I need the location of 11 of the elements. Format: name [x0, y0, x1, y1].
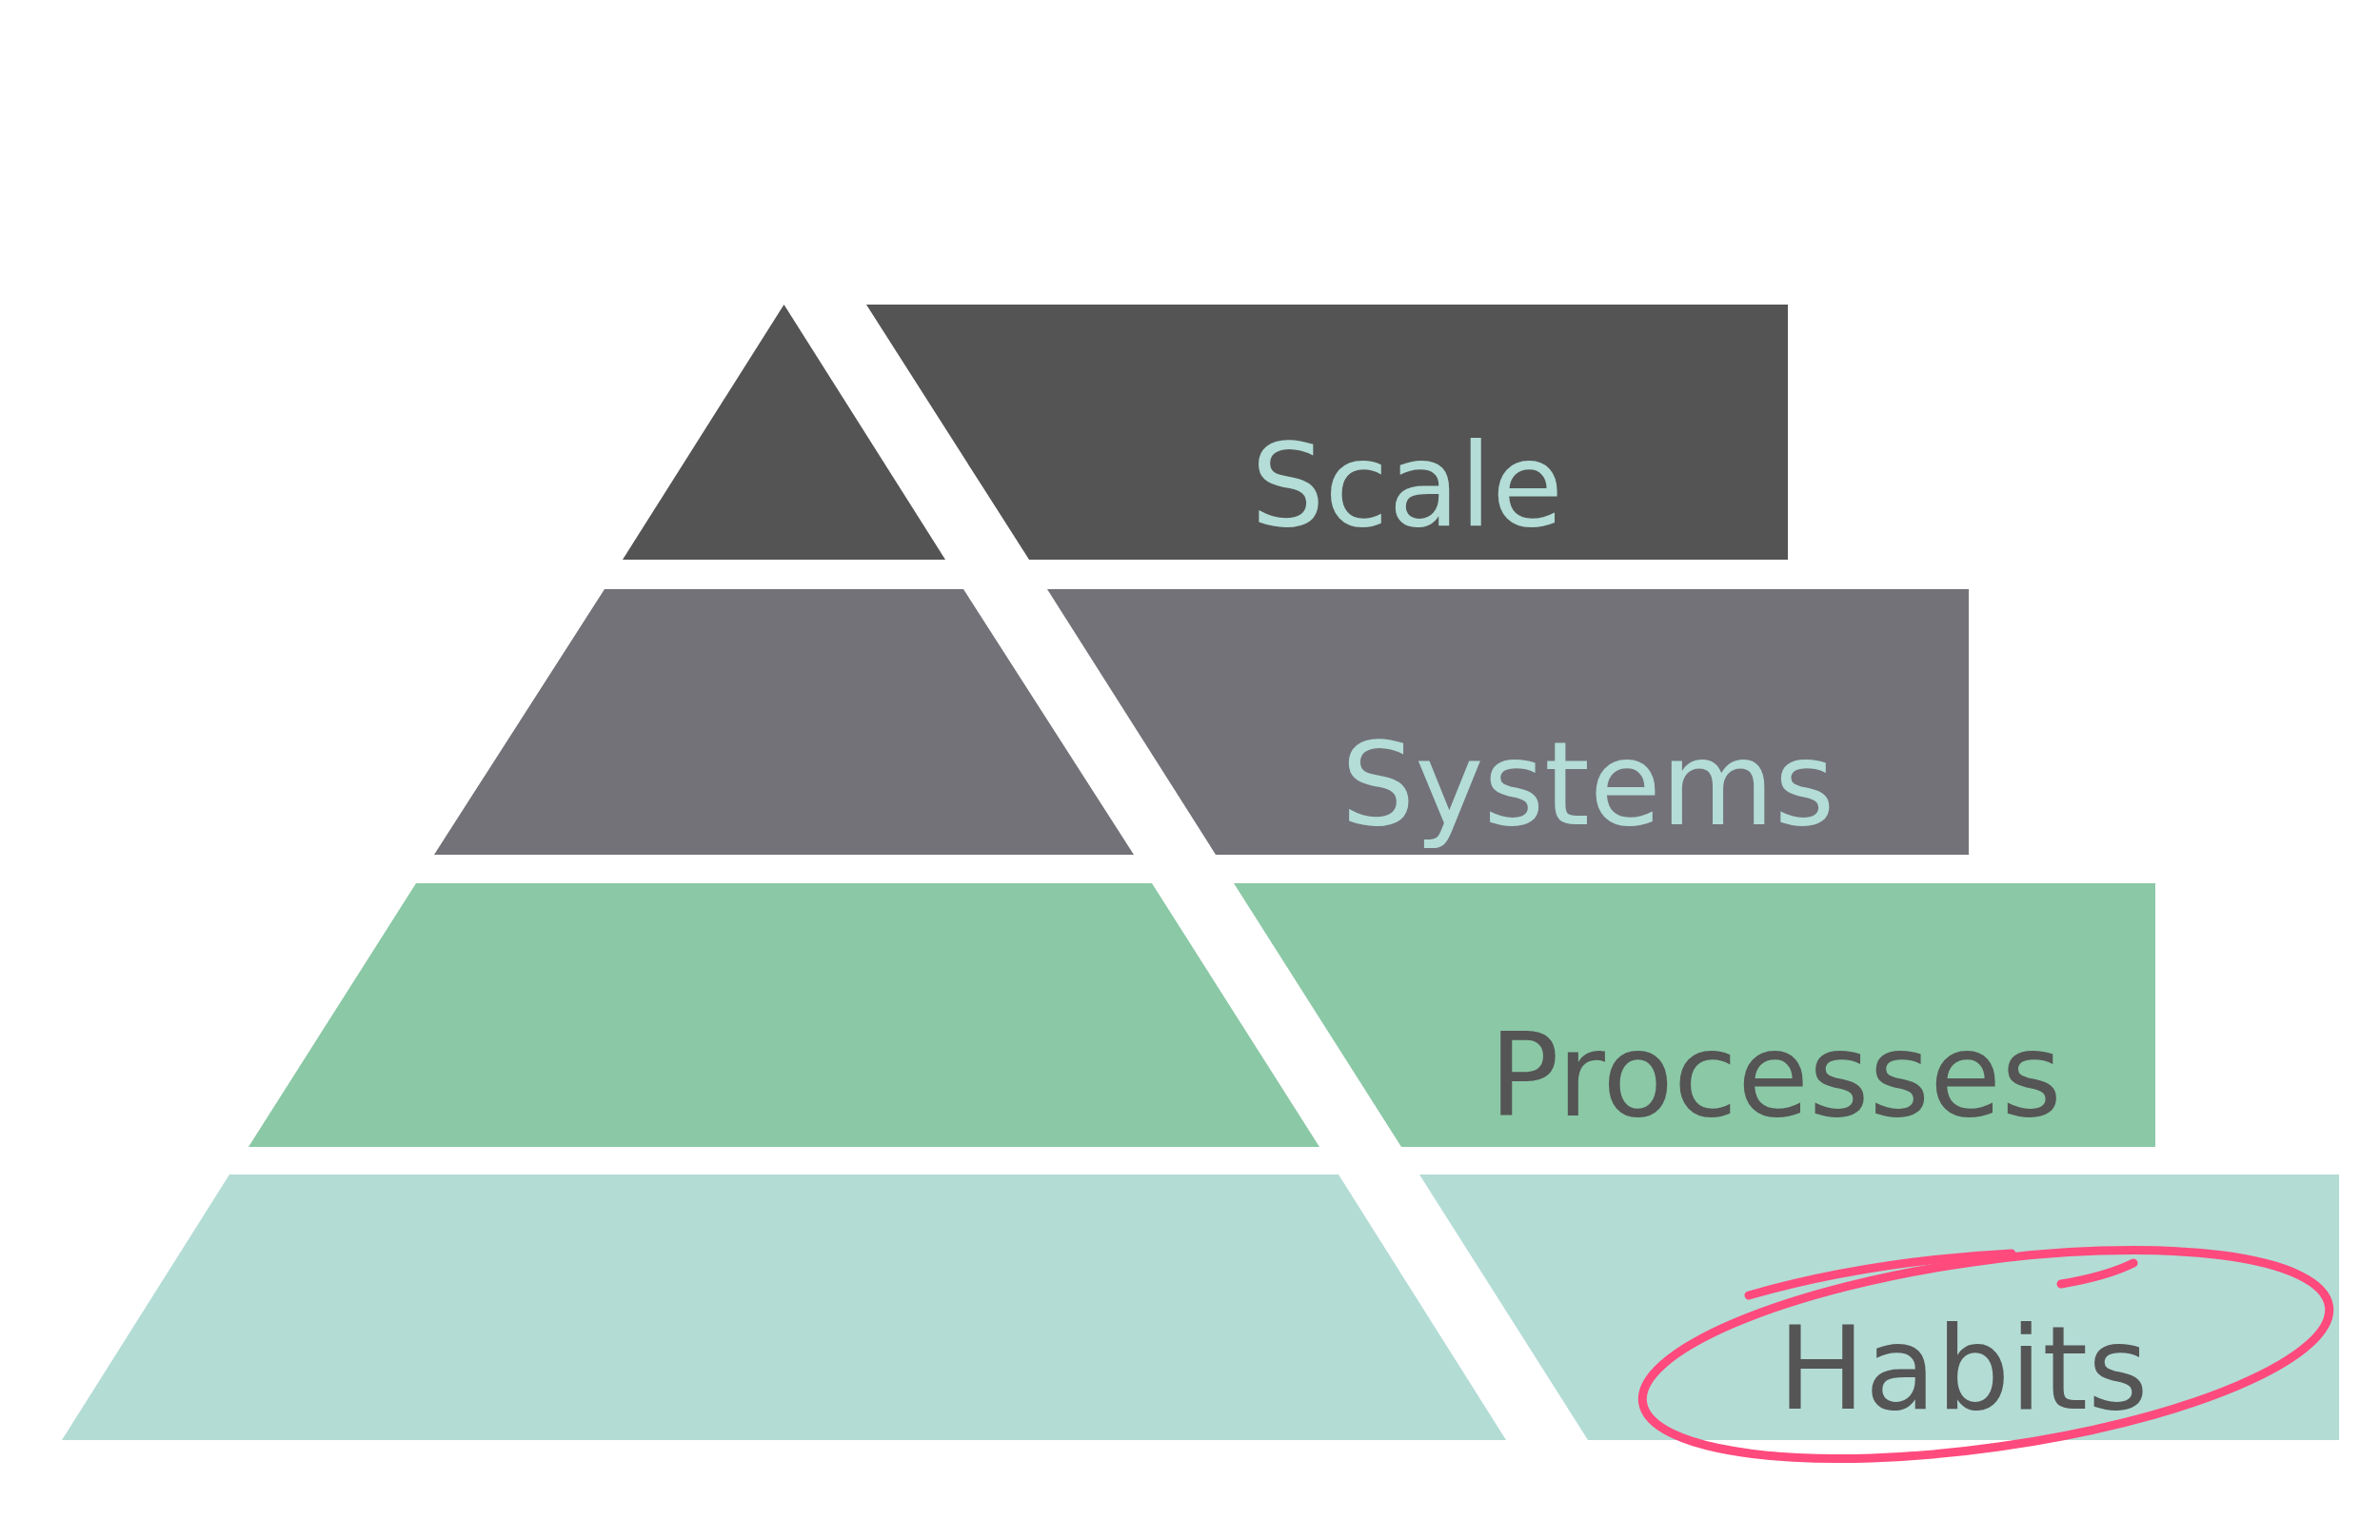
- pyramid-tier: [62, 1175, 1506, 1440]
- tier-label: Systems: [1340, 716, 1835, 854]
- pyramid-tip: [623, 305, 945, 560]
- tier-label: Processes: [1489, 1007, 2062, 1145]
- tier-label: Habits: [1777, 1300, 2149, 1438]
- pyramid-tier: [434, 589, 1134, 855]
- pyramid-band: [1419, 1175, 2339, 1440]
- pyramid-band: [1047, 589, 1969, 855]
- tier-label: Scale: [1250, 417, 1564, 555]
- pyramid-tier: [248, 883, 1319, 1147]
- pyramid-band: [1234, 883, 2155, 1147]
